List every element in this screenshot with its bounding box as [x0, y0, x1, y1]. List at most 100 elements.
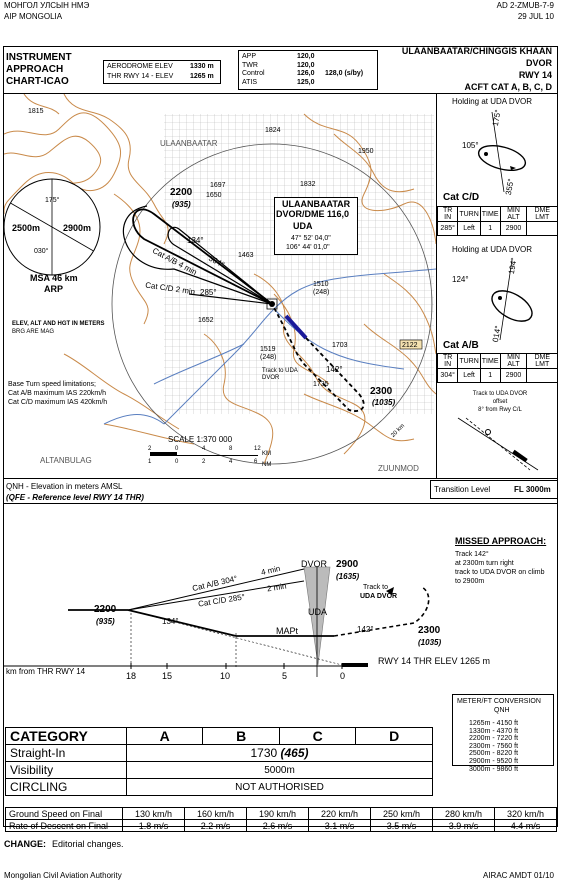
profile-dvor-label: DVOR [301, 559, 328, 569]
scale-tick-nm-6: 6 [254, 459, 258, 465]
speed-cell: 220 km/h [308, 807, 371, 820]
profile-track-to-2: UDA DVOR [360, 593, 398, 600]
holding-cd-hdr-turn: TURN [457, 206, 481, 222]
profile-tick-10: 10 [220, 671, 231, 681]
holding-cd-dme [526, 221, 558, 236]
spot-elev-1824: 1824 [265, 127, 281, 134]
thr-elev-value: 1265 m [190, 73, 214, 80]
speed-cell: 160 km/h [184, 807, 247, 820]
place-zuunmod: ZUUNMOD [378, 464, 419, 473]
city-grid-area [164, 114, 434, 414]
holding-cd-minalt: 2900 [499, 221, 528, 236]
holding-ab-turn: Left [457, 368, 481, 383]
profile-alt-1635: (1635) [336, 572, 360, 581]
comm-app-value: 120,0 [297, 53, 315, 60]
minima-circling-label: CIRCLING [5, 778, 127, 796]
spot-elev-1950: 1950 [358, 148, 374, 155]
change-label: CHANGE: [4, 839, 46, 849]
base-turn-tracks [122, 205, 273, 305]
scale-km-unit: KM [262, 451, 271, 457]
comm-control-value: 126,0 [297, 70, 315, 77]
base-turn-line-3: Cat C/D maximum IAS 420km/h [8, 399, 108, 406]
plan-brg-285: 285° [200, 288, 217, 297]
profile-axis-label: km from THR RWY 14 [6, 667, 86, 676]
station-info-box [274, 197, 358, 255]
doc-header-right-2: 29 JUL 10 [517, 12, 554, 21]
conversion-list: 1265m - 4150 ft 1330m - 4370 ft 2200m - … [469, 720, 518, 773]
profile-cat-ab-line [127, 568, 305, 611]
holding-cd-hdr-minalt: MIN ALT [499, 206, 528, 222]
scale-tick-km-12: 12 [254, 446, 261, 452]
descent-cell: 1.8 m/s [122, 819, 185, 832]
conversion-subtitle: QNH [494, 707, 510, 714]
holding-ab-cat: Cat A/B [443, 340, 479, 351]
base-turn-line-1: Base Turn speed limitations; [8, 381, 96, 388]
transition-level-label: Transition Level [434, 485, 491, 494]
conversion-row: 2300m - 7560 ft [469, 742, 519, 750]
profile-top-border [3, 503, 558, 504]
aerodrome-elev-value: 1330 m [190, 63, 214, 70]
dvor-symbol [266, 298, 278, 310]
profile-view [4, 566, 430, 677]
conversion-row: 2200m - 7220 ft [469, 735, 519, 743]
map-bottom-border [3, 478, 558, 479]
comm-twr-value: 120,0 [297, 61, 315, 69]
profile-rwy-elev: RWY 14 THR ELEV 1265 m [378, 656, 491, 666]
missed-approach-line-1: Track 142° [455, 551, 489, 558]
transition-level-box [430, 480, 558, 499]
speed-cell: 280 km/h [432, 807, 495, 820]
minima-straight-in-value: 1730 [250, 746, 278, 760]
holding-ab-minalt: 2900 [499, 368, 528, 383]
missed-approach-line-4: to 2900m [455, 578, 485, 585]
minima-straight-in-height: (465) [280, 746, 309, 760]
holding-cd-hdr-dme: DME LMT [526, 206, 558, 222]
holding-ab-trin: 304° [436, 368, 459, 383]
scale-label: SCALE 1:370 000 [168, 435, 233, 444]
spot-elev-1697: 1697 [210, 182, 226, 189]
minima-hdr-a: A [125, 727, 204, 745]
comms-labels: APP TWR Control ATIS [242, 53, 265, 87]
profile-missed-approach [333, 586, 430, 637]
change-text: Editorial changes. [52, 839, 124, 849]
profile-alt-1035: (1035) [418, 638, 442, 647]
plan-alt-2200: 2200 [170, 187, 193, 198]
profile-brg-134: 134° [162, 617, 179, 626]
holding-ab-hdr-time: TIME [479, 353, 501, 369]
missed-approach-text: Track 142° at 2300m turn right track to … [455, 550, 544, 586]
comm-control-label: Control [242, 70, 265, 77]
terrain-contours [4, 94, 436, 465]
profile-alt-2200: 2200 [94, 604, 117, 615]
plan-alt-935: (935) [172, 200, 191, 209]
holding-cd-diagram [477, 111, 527, 193]
scale-nm-unit: NM [262, 462, 272, 468]
spot-elev-1652: 1652 [198, 317, 214, 324]
doc-header-right-1: AD 2-ZMUB-7-9 [496, 1, 554, 10]
holding-cd-title: Holding at UDA DVOR [452, 97, 533, 106]
chart-title-line-1: INSTRUMENT [6, 52, 72, 63]
spot-elev-1519: 1519 [260, 346, 276, 353]
title-separator [3, 93, 558, 94]
profile-alt-2300: 2300 [418, 625, 441, 636]
footer-left: Mongolian Civil Aviation Authority [4, 871, 122, 880]
spot-elev-1463: 1463 [238, 252, 254, 259]
missed-approach-line-2: at 2300m turn right [455, 560, 514, 567]
scale-bar-fill [150, 452, 177, 455]
footer-right: AIRAC AMDT 01/10 [483, 871, 554, 880]
missed-approach-title: MISSED APPROACH: [455, 536, 547, 546]
conversion-title: METER/FT CONVERSION [457, 698, 541, 705]
base-turn-line-2: Cat A/B maximum IAS 220km/h [8, 390, 107, 397]
profile-tick-0: 0 [340, 671, 346, 681]
runway-final-segment [284, 314, 308, 340]
doc-header-left-1: МОНГОЛ УЛСЫН НМЭ [4, 1, 90, 10]
msa-title: MSA 46 km [30, 273, 78, 283]
msa-right-alt: 2900m [63, 223, 92, 233]
chart-title-line-3: CHART-ICAO [6, 76, 69, 87]
conversion-row: 1265m - 4150 ft [469, 720, 519, 727]
conversion-row: 1330m - 4370 ft [469, 727, 519, 735]
descent-cell: 3.9 m/s [432, 819, 495, 832]
minima-hdr-b: B [202, 727, 280, 745]
scale-tick-nm-0: 0 [175, 459, 179, 465]
elevation-box [103, 60, 221, 84]
chart-title-line-2: APPROACH [6, 64, 64, 75]
comm-atis-value: 125,0 [297, 78, 315, 86]
